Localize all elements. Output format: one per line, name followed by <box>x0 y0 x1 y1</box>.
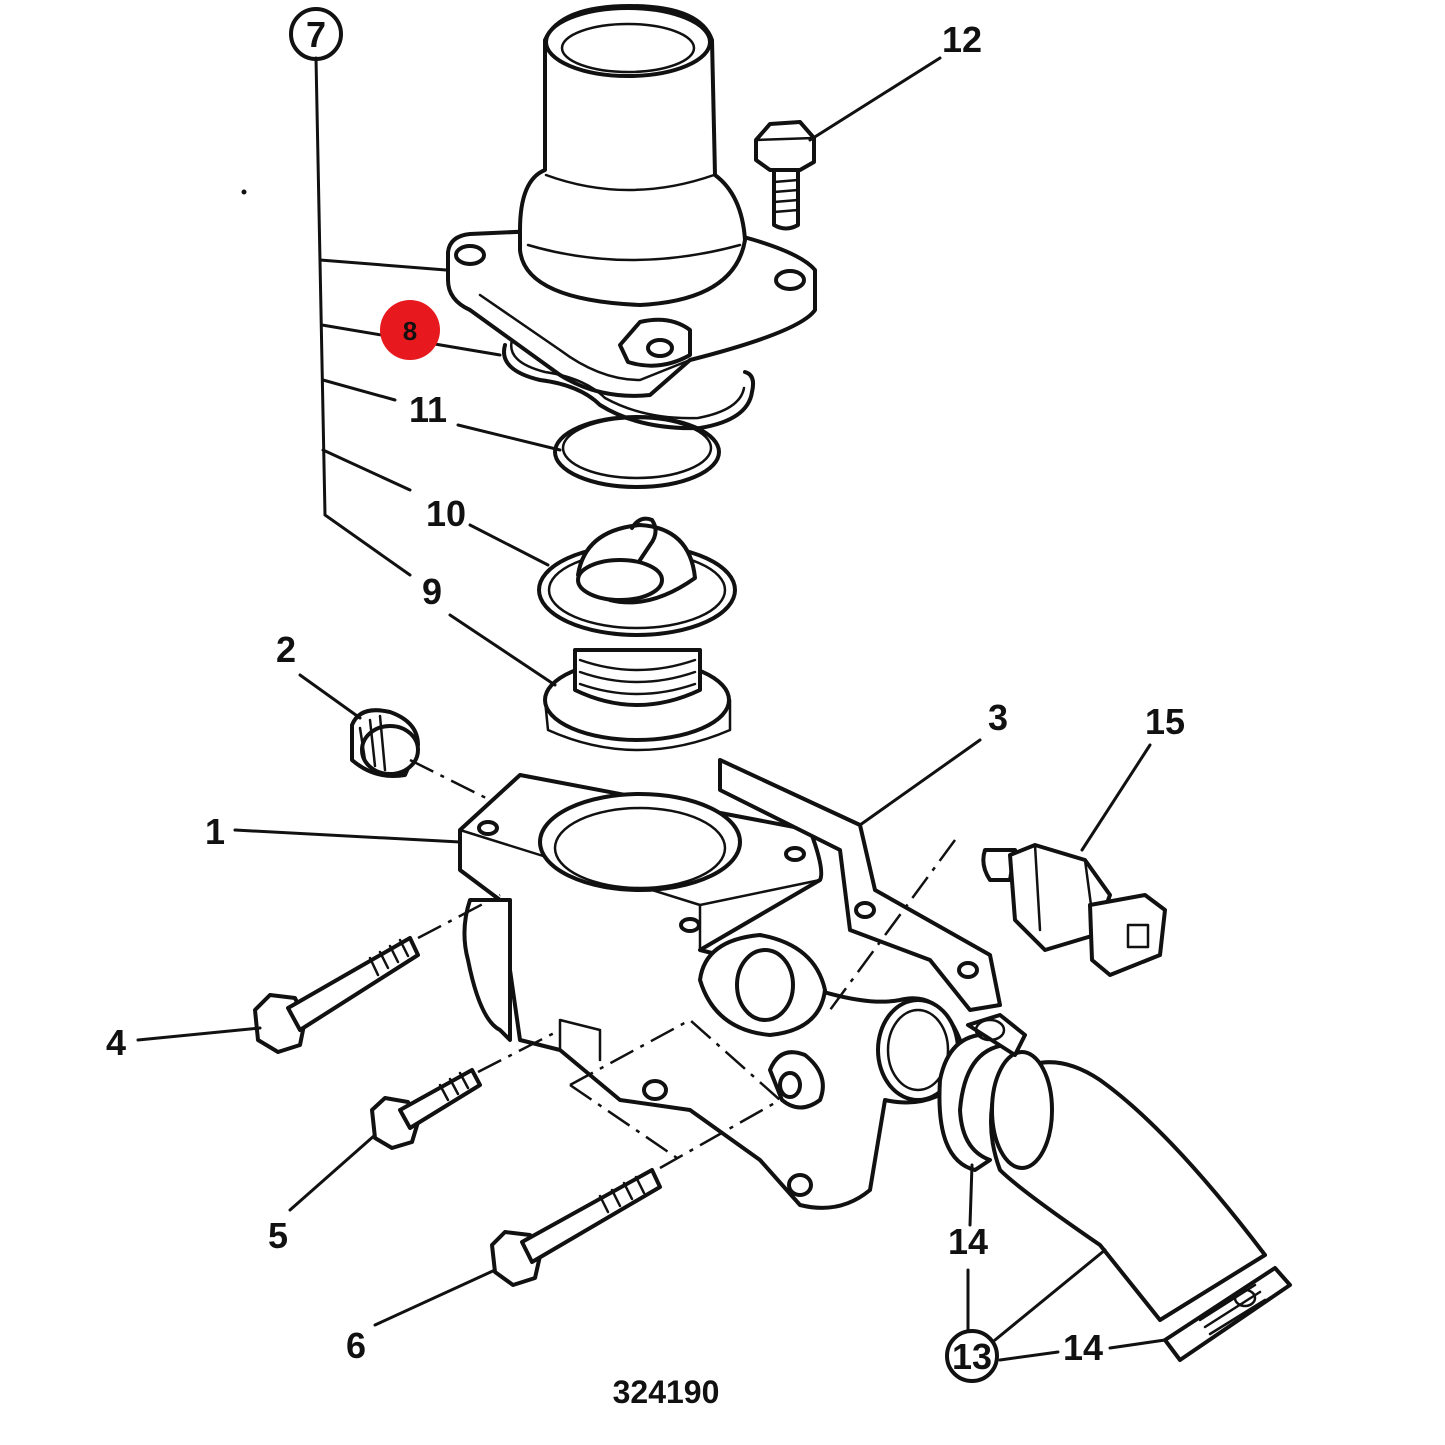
sensor-15 <box>981 843 1167 977</box>
callout-10: 10 <box>426 493 466 534</box>
callout-12: 12 <box>942 19 982 60</box>
scan-speck <box>241 189 247 195</box>
alignment-lines <box>409 758 957 1170</box>
svg-text:7: 7 <box>306 14 326 55</box>
callout-11: 11 <box>409 389 447 430</box>
callout-5: 5 <box>268 1215 288 1256</box>
callout-3: 3 <box>988 697 1008 738</box>
callout-7: 7 <box>289 7 343 61</box>
plug-2 <box>350 708 420 778</box>
highlight-marker <box>380 300 440 360</box>
hose-clip-14-lower <box>1163 1266 1292 1362</box>
svg-text:8: 8 <box>403 316 417 346</box>
seal-8 <box>502 338 756 431</box>
bolt-5 <box>370 1068 482 1150</box>
thermostat-10 <box>537 516 737 752</box>
bolt-12 <box>754 120 816 231</box>
thermostat-housing-1 <box>458 758 1002 1210</box>
thermostat-cover-outlet <box>446 4 817 398</box>
bolt-4 <box>253 936 420 1054</box>
leader-lines <box>136 56 1167 1362</box>
callout-2: 2 <box>276 629 296 670</box>
callout-15: 15 <box>1145 701 1185 742</box>
callout-13: 13 <box>945 1329 999 1383</box>
hose-13 <box>989 1050 1267 1322</box>
svg-text:13: 13 <box>952 1336 992 1377</box>
callout-4: 4 <box>106 1022 126 1063</box>
callout-14-upper: 14 <box>948 1221 988 1262</box>
callout-9: 9 <box>422 571 442 612</box>
hose-clip-14-upper <box>937 1013 1027 1172</box>
seal-11 <box>553 415 721 489</box>
callout-14-lower: 14 <box>1063 1327 1103 1368</box>
callout-6: 6 <box>346 1325 366 1366</box>
drawing-reference-number: 324190 <box>613 1374 720 1410</box>
bolt-6 <box>490 1168 662 1287</box>
callout-1: 1 <box>205 811 225 852</box>
callout-8-highlighted: 8 <box>380 300 440 360</box>
